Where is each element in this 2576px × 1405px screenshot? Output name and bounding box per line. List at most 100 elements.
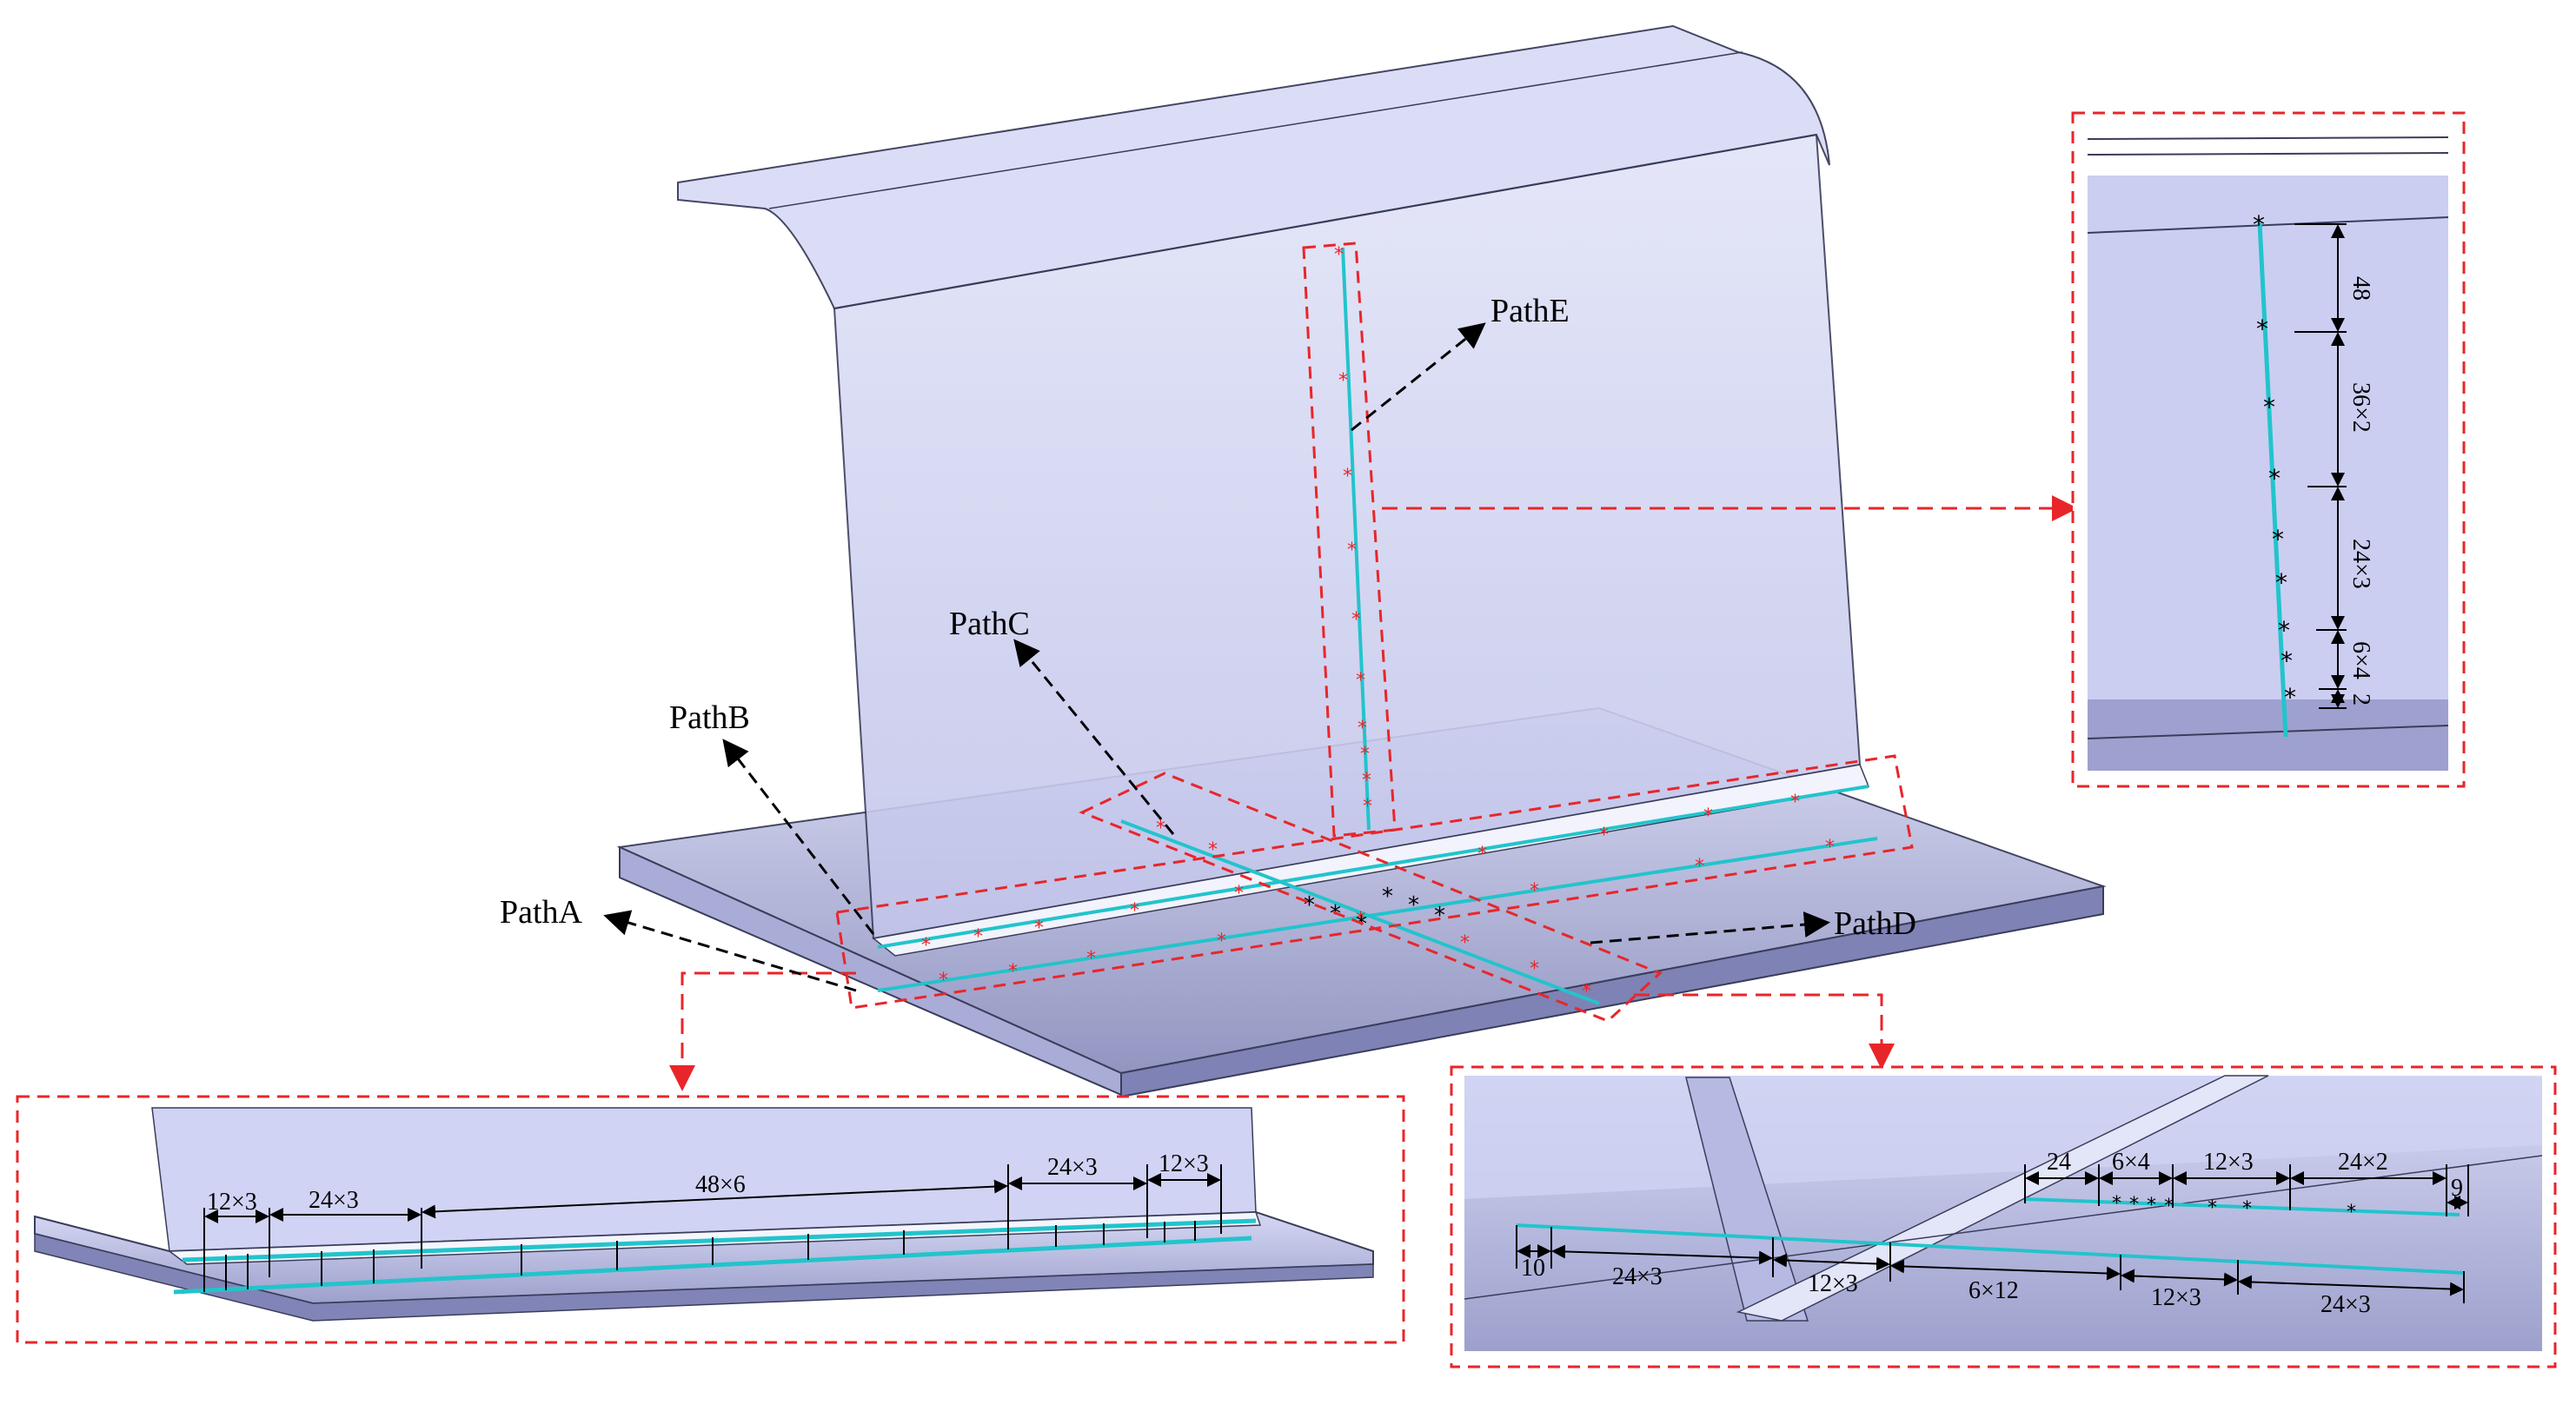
ldim-3: 24×3 [1047,1154,1098,1181]
svg-text:*: * [2112,1193,2121,1215]
svg-text:*: * [1363,796,1372,818]
svg-text:*: * [1530,958,1539,980]
measure-points: * * * * * * * * * * * * * * * * * * * * * * * * * * * * * *… [921,244,1835,1003]
svg-text:*: * [2253,210,2265,239]
zoom-right-path-bottom [1516,1223,2465,1275]
path-a-line [877,785,1869,949]
zoom-vertical-path [2257,222,2288,738]
svg-text:*: * [1530,880,1539,902]
rdim-top-3: 24×2 [2338,1149,2388,1176]
rdim-bot-4: 12×3 [2151,1284,2201,1311]
svg-text:*: * [2278,616,2290,645]
ldim-2: 48×6 [695,1171,746,1198]
svg-text:*: * [1008,961,1018,983]
svg-text:*: * [1825,837,1835,858]
svg-text:*: * [1234,883,1244,905]
svg-text:*: * [2242,1198,2252,1220]
flange-edge-2 [768,51,1743,209]
black-points: *** *** [1304,884,1445,938]
flange-edge [833,134,1817,309]
svg-text:*: * [1695,856,1704,878]
svg-text:*: * [2164,1196,2174,1217]
vdim-3: 6×4 [2347,641,2374,679]
rdim-bot-3: 6×12 [1969,1277,2019,1304]
svg-text:*: * [1156,818,1165,839]
path-b-label: PathB [669,699,750,736]
svg-text:*: * [2272,525,2284,553]
path-b-line [877,837,1878,992]
svg-text:*: * [2208,1197,2217,1219]
zoom-vertical-dims [2294,223,2347,709]
svg-text:*: * [1703,805,1713,827]
svg-text:*: * [1582,981,1591,1003]
svg-text:*: * [1382,884,1393,910]
path-e-label: PathE [1490,293,1570,329]
rdim-top-2: 12×3 [2203,1149,2254,1176]
svg-text:*: * [2147,1195,2156,1216]
svg-text:*: * [973,926,983,948]
path-arrows [603,322,1830,992]
rdim-bot-0: 10 [1521,1255,1545,1282]
path-d-label: PathD [1834,905,1916,942]
svg-text:*: * [1477,844,1487,865]
svg-text:*: * [1358,718,1367,739]
svg-text:*: * [1434,903,1445,929]
zoom-bottom-right: * * * * * * * 24 6×4 12×3 24×2 9 10 24×3 12×… [1450,1065,2557,1369]
svg-text:*: * [1034,918,1044,939]
zoom-vertical: *** *** *** 48 36×2 24×3 6×4 2 [2071,111,2466,788]
svg-text:*: * [1356,670,1365,692]
main-model: * * * * * * * * * * * * * * * * * * * * * * * * * * * * * *… [500,24,2107,1098]
svg-text:*: * [1338,370,1348,392]
svg-text:*: * [2129,1194,2139,1216]
svg-text:*: * [1408,892,1419,918]
svg-text:*: * [2263,393,2275,421]
svg-text:*: * [1460,932,1470,954]
callout-box-horizontal [835,754,1914,1010]
svg-text:*: * [2284,683,2296,712]
zoom-left-dims [203,1164,1222,1286]
rdim-top-1: 6×4 [2112,1149,2150,1176]
svg-text:*: * [1334,244,1344,266]
zoom-right-path-top [2024,1197,2460,1216]
svg-text:*: * [1360,744,1370,765]
svg-text:*: * [1599,825,1609,846]
callout-boxes [835,242,1914,1023]
base-plate-side [1120,885,2104,1098]
callout-box-cross [1079,772,1663,1023]
svg-text:*: * [1304,892,1315,918]
rdim-bot-1: 24×3 [1612,1263,1663,1290]
svg-text:*: * [2268,464,2281,493]
svg-text:*: * [2281,646,2293,675]
svg-text:*: * [1347,540,1357,561]
rdim-bot-2: 12×3 [1808,1270,1858,1297]
vdim-0: 48 [2347,276,2374,301]
ldim-4: 12×3 [1159,1150,1209,1177]
svg-text:*: * [1208,839,1218,861]
rdim-top-0: 24 [2047,1149,2071,1176]
vdim-1: 36×2 [2347,382,2374,433]
svg-text:*: * [1130,900,1139,922]
svg-text:*: * [1351,609,1361,631]
path-d-line [1120,819,1600,1005]
svg-text:*: * [1356,909,1365,931]
path-a-label: PathA [500,894,583,931]
top-flange [677,24,1830,310]
rdim-top-4: 9 [2451,1175,2463,1202]
svg-text:*: * [1790,792,1800,813]
svg-text:*: * [1086,948,1096,970]
zoom-right-dims [1516,1164,2469,1303]
svg-text:*: * [2347,1202,2356,1223]
svg-text:*: * [2275,568,2287,597]
zoom-bottom-left: 12×3 24×3 48×6 24×3 12×3 [16,1095,1405,1344]
svg-text:*: * [921,935,931,957]
svg-text:*: * [939,970,948,991]
path-c-label: PathC [949,606,1030,642]
path-e-line [1341,247,1371,831]
ldim-1: 24×3 [309,1187,359,1214]
svg-text:*: * [2256,315,2268,343]
zoom-left-ties [203,1221,1196,1292]
svg-text:*: * [1217,931,1226,952]
vdim-4: 2 [2347,693,2374,706]
zoom-left-path-a [182,1218,1257,1263]
